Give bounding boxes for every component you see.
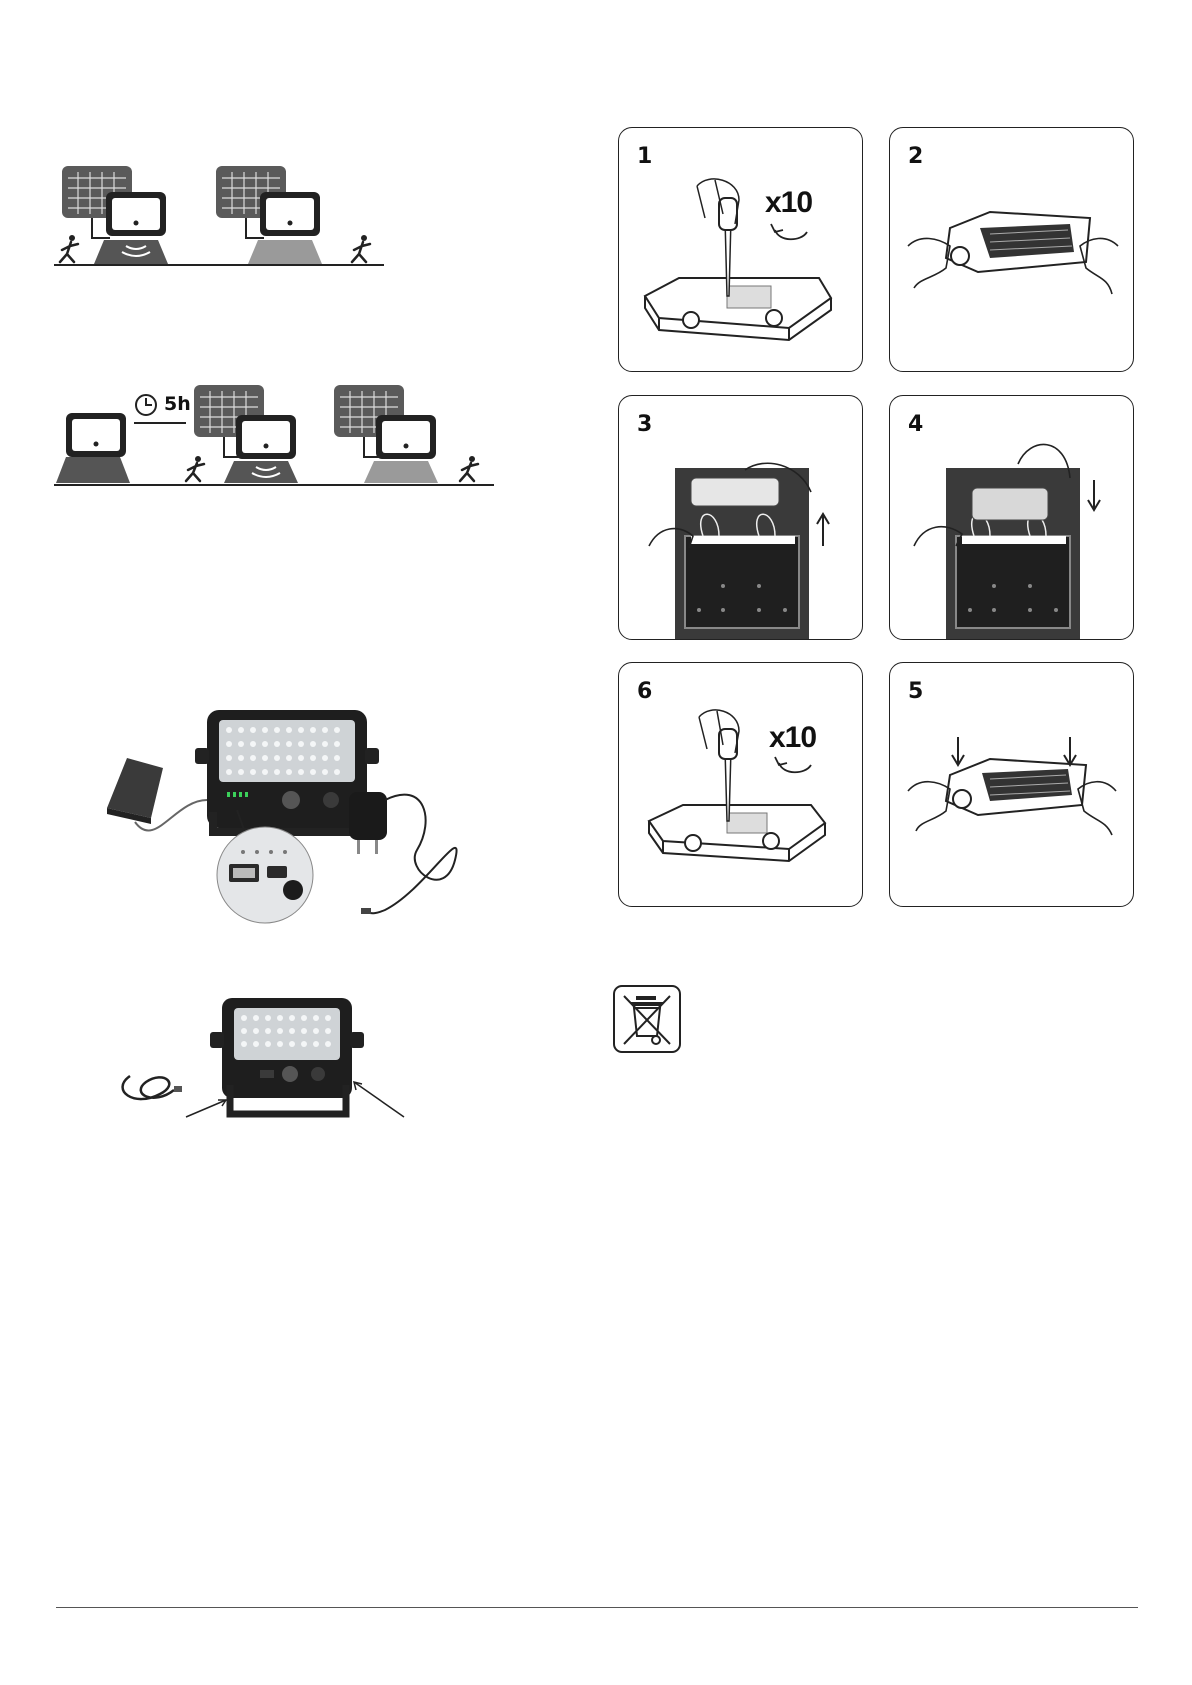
rotate-arrow-icon (771, 224, 807, 239)
step-multiplier: x10 (769, 721, 816, 755)
light-beam (94, 240, 168, 264)
runner-icon (460, 456, 478, 481)
floodlight-icon (106, 192, 166, 236)
mode-diagram-motion (54, 160, 384, 270)
step-number: 5 (908, 679, 923, 704)
rotate-arrow-icon (775, 757, 811, 772)
step-4-panel: 4 (889, 395, 1134, 640)
runner-icon (60, 235, 78, 262)
step-6-panel: 6 x10 (618, 662, 863, 907)
floodlight-icon (66, 413, 126, 457)
step-number: 3 (637, 412, 652, 437)
footer-divider (56, 1607, 1138, 1608)
lamp-cable-photo (110, 990, 410, 1140)
mode-diagram-timer (54, 385, 494, 495)
floodlight-icon (376, 415, 436, 459)
step-number: 2 (908, 144, 923, 169)
step-2-panel: 2 (889, 127, 1134, 372)
step-multiplier: x10 (765, 186, 812, 220)
runner-icon (186, 456, 204, 481)
step-5-panel: 5 (889, 662, 1134, 907)
charging-photo (95, 700, 495, 945)
step-number: 1 (637, 144, 652, 169)
floodlight-icon (236, 415, 296, 459)
step-number: 4 (908, 412, 923, 437)
step-number: 6 (637, 679, 652, 704)
floodlight-icon (260, 192, 320, 236)
clock-icon (136, 395, 156, 415)
timer-label: 5h (164, 393, 191, 415)
step-3-panel: 3 (618, 395, 863, 640)
crossed-out-bin-icon (612, 984, 682, 1054)
step-1-panel: 1 x10 (618, 127, 863, 372)
runner-icon (352, 235, 370, 262)
